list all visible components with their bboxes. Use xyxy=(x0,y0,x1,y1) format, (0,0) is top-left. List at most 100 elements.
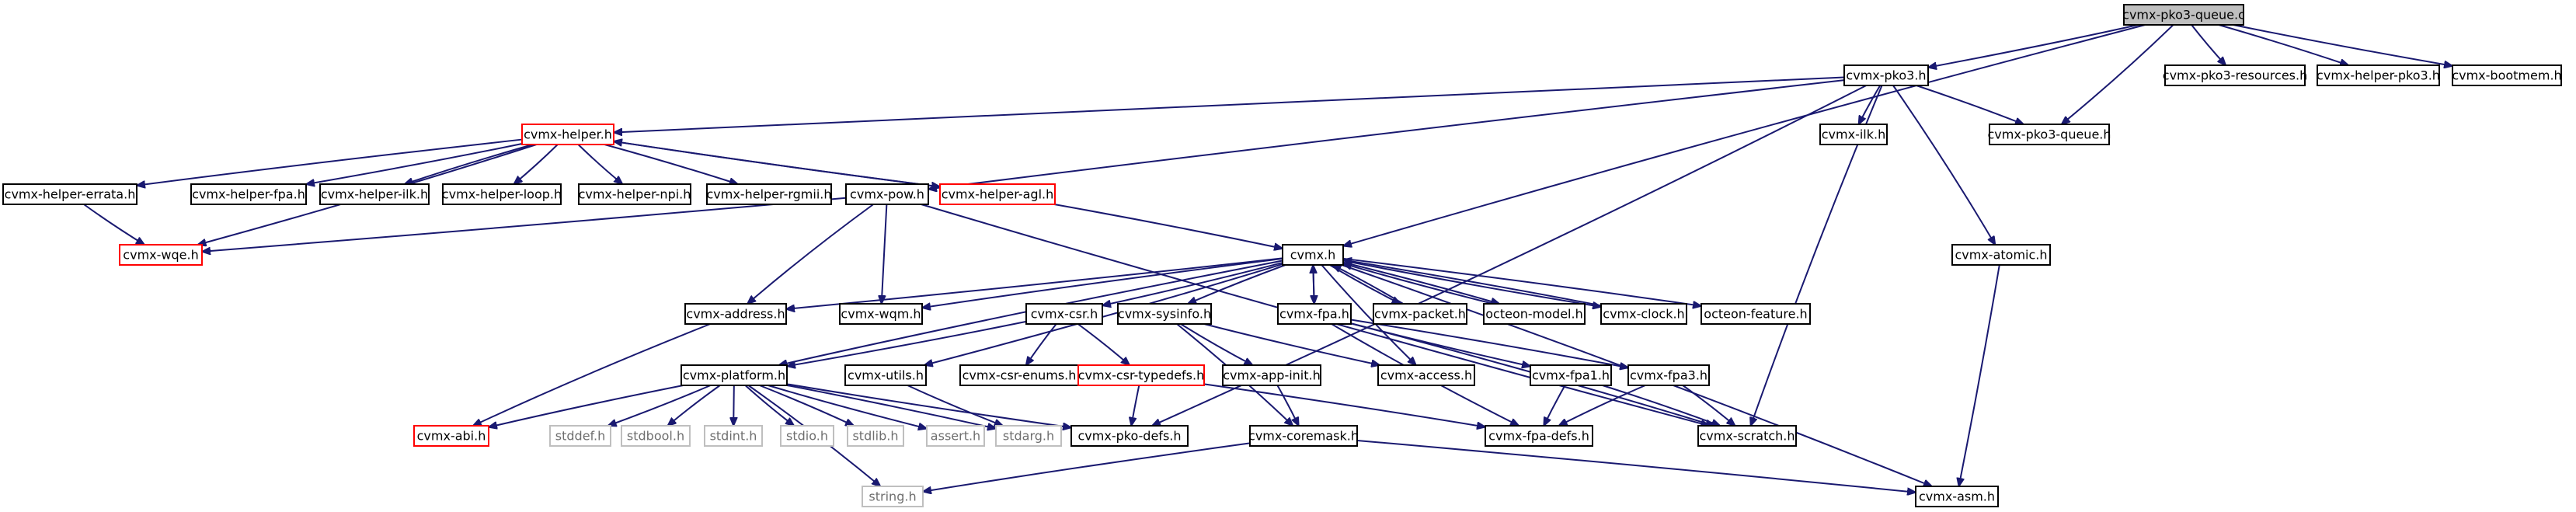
edge-cvmx-csr-h-to-cvmx-platform-h xyxy=(787,320,1027,366)
node-cvmx-platform-h[interactable]: cvmx-platform.h xyxy=(681,364,788,386)
node-box xyxy=(959,364,1079,386)
node-string-h[interactable]: string.h xyxy=(862,486,924,507)
node-cvmx-atomic-h[interactable]: cvmx-atomic.h xyxy=(1951,244,2051,266)
node-label: cvmx-utils.h xyxy=(848,368,924,383)
node-cvmx-fpa3-h[interactable]: cvmx-fpa3.h xyxy=(1627,364,1710,386)
node-cvmx-scratch-h[interactable]: cvmx-scratch.h xyxy=(1697,425,1797,447)
edge-cvmx-pko3-queue-c-to-cvmx-helper-pko3-h xyxy=(2218,24,2348,65)
node-box xyxy=(1070,425,1189,447)
node-cvmx-sysinfo-h[interactable]: cvmx-sysinfo.h xyxy=(1117,303,1212,325)
node-stdio-h[interactable]: stdio.h xyxy=(780,425,834,447)
node-label: cvmx-wqm.h xyxy=(841,307,921,322)
node-box xyxy=(1282,244,1344,266)
node-cvmx-helper-errata-h[interactable]: cvmx-helper-errata.h xyxy=(2,183,138,205)
node-cvmx-utils-h[interactable]: cvmx-utils.h xyxy=(844,364,927,386)
node-cvmx-wqm-h[interactable]: cvmx-wqm.h xyxy=(839,303,923,325)
node-octeon-feature-h[interactable]: octeon-feature.h xyxy=(1701,303,1811,325)
edge-cvmx-address-h-to-cvmx-abi-h xyxy=(473,323,711,426)
node-label: cvmx-pko3-queue.c xyxy=(2122,8,2245,23)
node-label: cvmx-bootmem.h xyxy=(2452,68,2561,83)
node-cvmx-fpa-h[interactable]: cvmx-fpa.h xyxy=(1277,303,1352,325)
node-cvmx-csr-h[interactable]: cvmx-csr.h xyxy=(1025,303,1103,325)
node-cvmx-pko3-resources-h[interactable]: cvmx-pko3-resources.h xyxy=(2163,64,2307,86)
node-cvmx-fpa1-h[interactable]: cvmx-fpa1.h xyxy=(1530,364,1612,386)
edge-cvmx-helper-h-to-cvmx-helper-fpa-h xyxy=(306,143,523,184)
node-cvmx-helper-pko3-h[interactable]: cvmx-helper-pko3.h xyxy=(2317,64,2440,86)
edge-cvmx-h-to-cvmx-packet-h xyxy=(1329,264,1401,304)
node-box xyxy=(1373,303,1467,325)
edge-cvmx-helper-agl-h-to-cvmx-h xyxy=(1053,204,1283,249)
node-cvmx-abi-h[interactable]: cvmx-abi.h xyxy=(413,425,489,447)
node-cvmx-packet-h[interactable]: cvmx-packet.h xyxy=(1373,303,1467,325)
edges-layer xyxy=(83,24,2452,493)
node-stdlib-h[interactable]: stdlib.h xyxy=(847,425,904,447)
node-box xyxy=(1483,303,1586,325)
edge-cvmx-pko3-queue-c-to-cvmx-pko3-resources-h xyxy=(2191,24,2226,65)
node-cvmx-helper-h[interactable]: cvmx-helper.h xyxy=(521,124,614,145)
node-stdint-h[interactable]: stdint.h xyxy=(704,425,763,447)
node-cvmx-csr-enums-h[interactable]: cvmx-csr-enums.h xyxy=(959,364,1079,386)
edge-cvmx-h-to-cvmx-address-h xyxy=(786,257,1283,309)
node-box xyxy=(1077,364,1205,386)
node-cvmx-helper-loop-h[interactable]: cvmx-helper-loop.h xyxy=(442,183,562,205)
node-label: cvmx-coremask.h xyxy=(1248,429,1359,444)
node-cvmx-clock-h[interactable]: cvmx-clock.h xyxy=(1600,303,1687,325)
node-cvmx-csr-typedefs-h[interactable]: cvmx-csr-typedefs.h xyxy=(1077,364,1205,386)
edge-cvmx-helper-h-to-cvmx-helper-rgmii-h xyxy=(604,144,738,184)
edge-cvmx-pow-h-to-cvmx-address-h xyxy=(747,204,874,304)
node-cvmx-wqe-h[interactable]: cvmx-wqe.h xyxy=(119,244,203,266)
node-cvmx-app-init-h[interactable]: cvmx-app-init.h xyxy=(1222,364,1321,386)
node-stddef-h[interactable]: stddef.h xyxy=(549,425,611,447)
node-octeon-model-h[interactable]: octeon-model.h xyxy=(1483,303,1586,325)
node-cvmx-helper-npi-h[interactable]: cvmx-helper-npi.h xyxy=(578,183,691,205)
node-cvmx-pko3-h[interactable]: cvmx-pko3.h xyxy=(1843,64,1929,86)
node-box xyxy=(1627,364,1710,386)
node-cvmx-h[interactable]: cvmx.h xyxy=(1282,244,1344,266)
edge-cvmx-platform-h-to-stdlib-h xyxy=(759,385,854,426)
node-box xyxy=(845,183,929,205)
node-label: octeon-model.h xyxy=(1485,307,1582,322)
node-cvmx-pko-defs-h[interactable]: cvmx-pko-defs.h xyxy=(1070,425,1189,447)
node-box xyxy=(1915,486,1999,507)
node-cvmx-access-h[interactable]: cvmx-access.h xyxy=(1377,364,1475,386)
edge-cvmx-coremask-h-to-string-h xyxy=(923,442,1251,491)
edge-cvmx-atomic-h-to-cvmx-asm-h xyxy=(1959,264,2000,486)
node-stdbool-h[interactable]: stdbool.h xyxy=(621,425,691,447)
node-cvmx-helper-agl-h[interactable]: cvmx-helper-agl.h xyxy=(939,183,1056,205)
node-cvmx-coremask-h[interactable]: cvmx-coremask.h xyxy=(1248,425,1359,447)
node-label: cvmx-pko3.h xyxy=(1846,68,1926,83)
node-assert-h[interactable]: assert.h xyxy=(926,425,985,447)
edge-cvmx-pko3-h-to-cvmx-pow-h xyxy=(928,79,1845,189)
node-label: cvmx-csr-enums.h xyxy=(963,368,1077,383)
node-label: cvmx-fpa1.h xyxy=(1532,368,1610,383)
node-cvmx-helper-fpa-h[interactable]: cvmx-helper-fpa.h xyxy=(190,183,307,205)
edge-cvmx-helper-agl-h-to-cvmx-helper-h xyxy=(614,141,941,188)
node-cvmx-helper-ilk-h[interactable]: cvmx-helper-ilk.h xyxy=(319,183,430,205)
edge-cvmx-platform-h-to-stdint-h xyxy=(733,385,734,426)
node-box xyxy=(847,425,904,447)
node-box xyxy=(1025,303,1103,325)
node-cvmx-helper-rgmii-h[interactable]: cvmx-helper-rgmii.h xyxy=(706,183,832,205)
node-cvmx-bootmem-h[interactable]: cvmx-bootmem.h xyxy=(2452,64,2562,86)
node-stdarg-h[interactable]: stdarg.h xyxy=(995,425,1062,447)
node-cvmx-address-h[interactable]: cvmx-address.h xyxy=(684,303,787,325)
edge-cvmx-pko3-queue-c-to-cvmx-pko3-queue-h xyxy=(2062,24,2174,124)
node-cvmx-ilk-h[interactable]: cvmx-ilk.h xyxy=(1819,124,1888,145)
node-cvmx-pow-h[interactable]: cvmx-pow.h xyxy=(845,183,929,205)
node-label: cvmx-pko3-queue.h xyxy=(1987,127,2111,142)
edge-cvmx-clock-h-to-cvmx-h xyxy=(1343,259,1602,307)
node-label: cvmx-scratch.h xyxy=(1699,429,1794,444)
edge-cvmx-sysinfo-h-to-cvmx-app-init-h xyxy=(1180,323,1253,365)
edge-cvmx-platform-h-to-stdarg-h xyxy=(786,384,996,429)
node-box xyxy=(1701,303,1811,325)
node-label: cvmx-app-init.h xyxy=(1223,368,1321,383)
node-box xyxy=(2,183,138,205)
node-cvmx-fpa-defs-h[interactable]: cvmx-fpa-defs.h xyxy=(1485,425,1593,447)
edge-cvmx-pko3-queue-c-to-cvmx-bootmem-h xyxy=(2233,24,2452,66)
edge-octeon-model-h-to-cvmx-h xyxy=(1343,263,1494,305)
node-label: cvmx-csr.h xyxy=(1031,307,1098,322)
node-cvmx-pko3-queue-h[interactable]: cvmx-pko3-queue.h xyxy=(1987,124,2111,145)
node-box xyxy=(1249,425,1358,447)
node-cvmx-pko3-queue-c[interactable]: cvmx-pko3-queue.c xyxy=(2122,4,2245,26)
node-cvmx-asm-h[interactable]: cvmx-asm.h xyxy=(1915,486,1999,507)
